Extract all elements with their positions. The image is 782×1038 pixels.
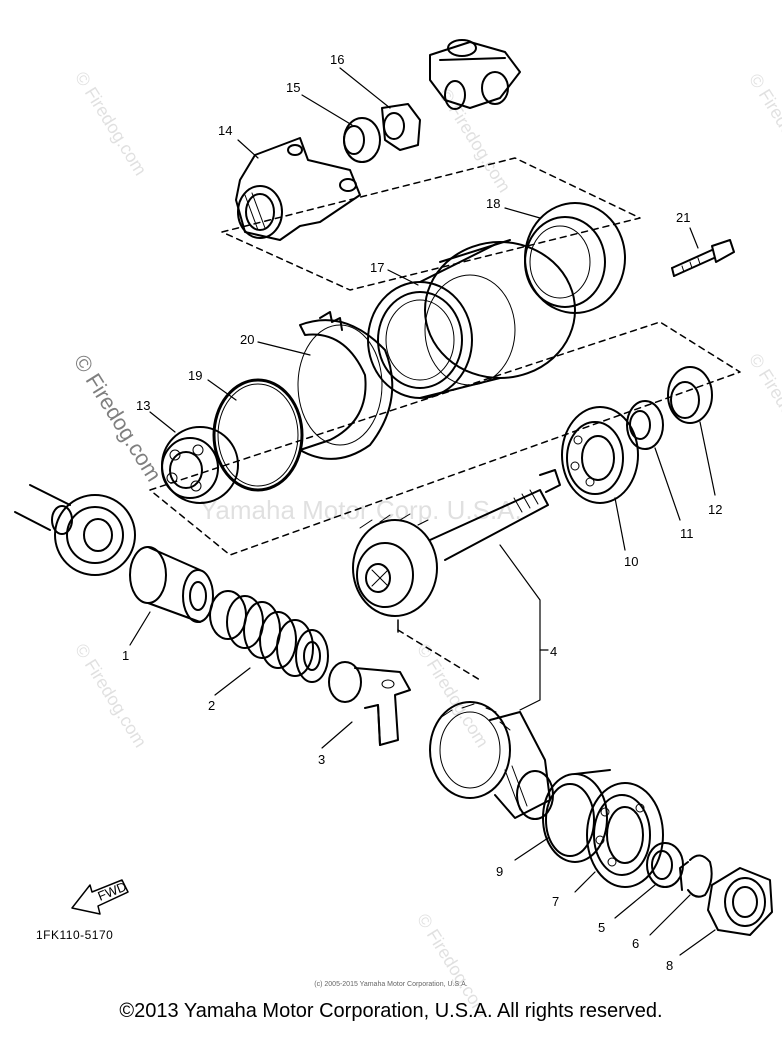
callout-18: 18 bbox=[486, 196, 500, 211]
washer-11 bbox=[626, 400, 664, 450]
callout-1: 1 bbox=[122, 648, 129, 663]
washer-5 bbox=[646, 842, 684, 888]
leader-lines bbox=[129, 67, 716, 956]
ring-gear bbox=[429, 701, 554, 820]
upper-group-frame bbox=[221, 157, 641, 291]
callout-5: 5 bbox=[598, 920, 605, 935]
callout-21: 21 bbox=[676, 210, 690, 225]
nut-16 bbox=[381, 103, 421, 151]
bearing-race-9 bbox=[542, 769, 611, 863]
drive-yoke bbox=[235, 137, 361, 241]
callout-7: 7 bbox=[552, 894, 559, 909]
callout-9: 9 bbox=[496, 864, 503, 879]
callout-19: 19 bbox=[188, 368, 202, 383]
callout-8: 8 bbox=[666, 958, 673, 973]
collar-1 bbox=[129, 546, 214, 623]
spring-2 bbox=[209, 590, 329, 683]
callout-16: 16 bbox=[330, 52, 344, 67]
o-ring-19 bbox=[212, 378, 304, 492]
callout-6: 6 bbox=[632, 936, 639, 951]
washer-15 bbox=[343, 117, 381, 163]
cam-follower-3 bbox=[328, 661, 411, 746]
fwd-arrow: FWD bbox=[71, 879, 129, 915]
bearing-10 bbox=[561, 406, 639, 504]
small-copyright: (c) 2005-2015 Yamaha Motor Corporation, … bbox=[314, 981, 468, 988]
collar-12 bbox=[667, 366, 713, 424]
watermark-center: Yamaha Motor Corp. U.S.A. bbox=[200, 495, 522, 525]
lock-washer-6 bbox=[679, 854, 713, 898]
callout-3: 3 bbox=[318, 752, 325, 767]
shim-plate-20 bbox=[297, 311, 394, 460]
bearing-housing-17 bbox=[367, 239, 576, 399]
bearing-13 bbox=[161, 426, 239, 504]
callout-11: 11 bbox=[680, 526, 694, 541]
universal-joint bbox=[429, 39, 521, 110]
callout-20: 20 bbox=[240, 332, 254, 347]
footer-copyright: ©2013 Yamaha Motor Corporation, U.S.A. A… bbox=[119, 1000, 663, 1022]
callout-14: 14 bbox=[218, 123, 232, 138]
oil-seal-18 bbox=[524, 202, 626, 314]
callout-numbers: 16 15 14 18 17 21 20 19 13 1 2 3 4 10 11… bbox=[122, 52, 722, 973]
callout-17: 17 bbox=[370, 260, 384, 275]
bolt-21 bbox=[671, 239, 735, 277]
callout-bracket-4 bbox=[499, 544, 541, 711]
callout-4: 4 bbox=[550, 644, 557, 659]
left-bearing bbox=[54, 494, 136, 576]
callout-15: 15 bbox=[286, 80, 300, 95]
callout-13: 13 bbox=[136, 398, 150, 413]
nut-8 bbox=[707, 867, 773, 936]
gear-mesh-guide bbox=[397, 629, 481, 681]
callout-2: 2 bbox=[208, 698, 215, 713]
bearing-7 bbox=[586, 782, 664, 888]
callout-12: 12 bbox=[708, 502, 722, 517]
pinion-gear-shaft-4 bbox=[352, 469, 561, 617]
reference-code: 1FK110-5170 bbox=[36, 928, 114, 942]
callout-10: 10 bbox=[624, 554, 638, 569]
